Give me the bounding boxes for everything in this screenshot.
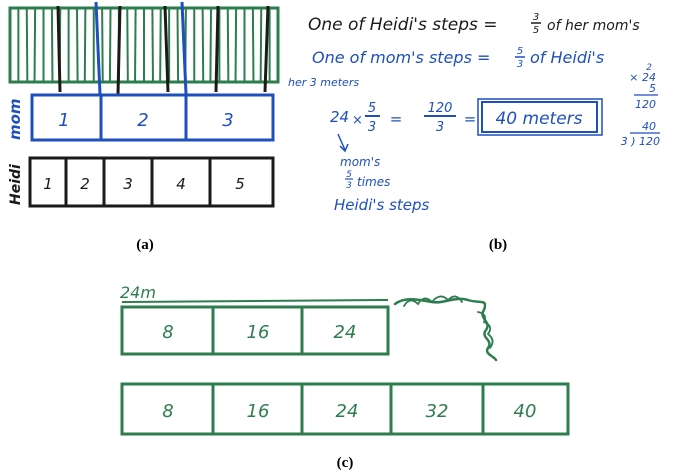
b-eq-eq2: = bbox=[464, 110, 477, 128]
green-stripe bbox=[251, 7, 255, 83]
b-line2-frac-den: 3 bbox=[517, 59, 523, 70]
b-line2-pre: One of mom's steps = bbox=[312, 48, 490, 67]
green-stripe bbox=[176, 7, 180, 83]
b-eq-frac-num: 5 bbox=[368, 101, 376, 116]
green-stripe bbox=[25, 7, 29, 83]
panel-a: mom 1 2 3 Heidi 1 2 3 4 5 (a) bbox=[6, 1, 280, 253]
b-note-meters: her 3 meters bbox=[288, 76, 359, 89]
c-row2-cell-4: 32 bbox=[426, 401, 449, 422]
b-below-frac-den: 3 bbox=[346, 181, 352, 191]
c-row2-bar bbox=[120, 382, 570, 436]
black-divider-line bbox=[116, 5, 122, 95]
panel-c: 24m 8 16 24 8 16 24 32 40 (c) bbox=[120, 283, 570, 471]
c-top-underline bbox=[121, 299, 389, 303]
b-side-division: 3 ) 120 bbox=[621, 135, 660, 148]
heidi-cell-5: 5 bbox=[235, 175, 245, 193]
b-below-heidis-steps: Heidi's steps bbox=[334, 196, 430, 214]
b-line2-post: of Heidi's bbox=[530, 48, 604, 67]
green-stripe bbox=[259, 7, 263, 83]
green-stripe bbox=[101, 7, 104, 83]
c-row2-cell-2: 16 bbox=[247, 401, 270, 422]
caption-a: (a) bbox=[136, 237, 154, 253]
black-divider-line bbox=[214, 5, 220, 93]
mom-cell-2: 2 bbox=[137, 110, 148, 131]
b-below-frac-num: 5 bbox=[346, 170, 352, 180]
b-side-5: 5 bbox=[649, 82, 656, 95]
c-row1-cell-1: 8 bbox=[162, 322, 173, 343]
green-stripe bbox=[33, 7, 37, 83]
green-stripe bbox=[159, 7, 162, 83]
b-eq-times: × bbox=[352, 113, 363, 128]
green-stripe bbox=[201, 7, 205, 83]
green-stripe bbox=[209, 7, 212, 83]
b-line1-post: of her mom's bbox=[547, 18, 640, 34]
b-side-carry: 2 bbox=[646, 63, 652, 73]
b-line1-frac-den: 5 bbox=[533, 25, 539, 36]
green-stripe bbox=[108, 7, 112, 83]
heidi-cell-2: 2 bbox=[80, 175, 90, 193]
b-answer: 40 meters bbox=[495, 109, 582, 129]
c-row1-cell-2: 16 bbox=[247, 322, 270, 343]
green-stripe bbox=[226, 7, 230, 83]
black-divider-line bbox=[56, 5, 62, 93]
green-stripe bbox=[134, 7, 137, 83]
b-below-mom: mom's bbox=[340, 155, 380, 169]
c-row2-cell-5: 40 bbox=[514, 401, 537, 422]
b-side-24: × 24 bbox=[629, 71, 656, 84]
b-answer-box bbox=[481, 101, 598, 133]
b-line2-frac-num: 5 bbox=[517, 46, 523, 57]
b-arrow-head bbox=[339, 143, 349, 153]
mom-bar bbox=[30, 93, 275, 142]
green-stripe bbox=[83, 7, 87, 83]
blue-divider-line bbox=[180, 1, 188, 95]
c-scribble-loop bbox=[403, 295, 494, 349]
c-row2-cell-1: 8 bbox=[162, 401, 173, 422]
b-below-times: times bbox=[357, 175, 390, 189]
b-eq-res-num: 120 bbox=[428, 101, 453, 116]
blue-alignment-lines bbox=[94, 1, 188, 95]
b-side-quotient: 40 bbox=[642, 120, 656, 133]
green-stripe bbox=[151, 7, 154, 83]
c-row1-bar bbox=[120, 305, 390, 356]
heidi-cell-1: 1 bbox=[43, 175, 53, 193]
alignment-lines bbox=[56, 5, 270, 95]
green-stripe bbox=[234, 7, 238, 83]
b-arrow-line bbox=[337, 133, 346, 151]
black-divider-line bbox=[263, 5, 270, 93]
green-stripe bbox=[76, 7, 79, 83]
blue-divider-line bbox=[94, 1, 102, 95]
green-stripe bbox=[126, 7, 129, 83]
b-line1-frac-num: 3 bbox=[533, 12, 539, 23]
c-top-label: 24m bbox=[120, 283, 156, 302]
b-eq-eq1: = bbox=[390, 110, 403, 128]
heidi-cell-4: 4 bbox=[176, 175, 186, 193]
b-side-120: 120 bbox=[635, 98, 656, 111]
b-eq-frac-den: 3 bbox=[368, 120, 376, 135]
mom-label: mom bbox=[6, 98, 24, 140]
c-row2-cell-3: 24 bbox=[336, 401, 359, 422]
panel-b: One of Heidi's steps = 3 5 of her mom's … bbox=[288, 12, 660, 253]
heidi-cell-3: 3 bbox=[123, 175, 133, 193]
b-eq-res-den: 3 bbox=[436, 120, 444, 135]
caption-b: (b) bbox=[489, 237, 507, 253]
mom-cell-1: 1 bbox=[58, 110, 69, 131]
b-eq-24: 24 bbox=[330, 108, 349, 126]
green-stripes bbox=[17, 7, 271, 83]
caption-c: (c) bbox=[337, 455, 354, 471]
c-scribble bbox=[393, 297, 498, 362]
mom-cell-3: 3 bbox=[222, 110, 233, 131]
c-row1-cell-3: 24 bbox=[334, 322, 357, 343]
black-divider-line bbox=[163, 5, 170, 93]
b-line1-pre: One of Heidi's steps = bbox=[308, 15, 498, 35]
heidi-label: Heidi bbox=[8, 164, 24, 205]
b-answer-box-outer bbox=[477, 98, 603, 136]
green-stripe bbox=[50, 7, 54, 83]
